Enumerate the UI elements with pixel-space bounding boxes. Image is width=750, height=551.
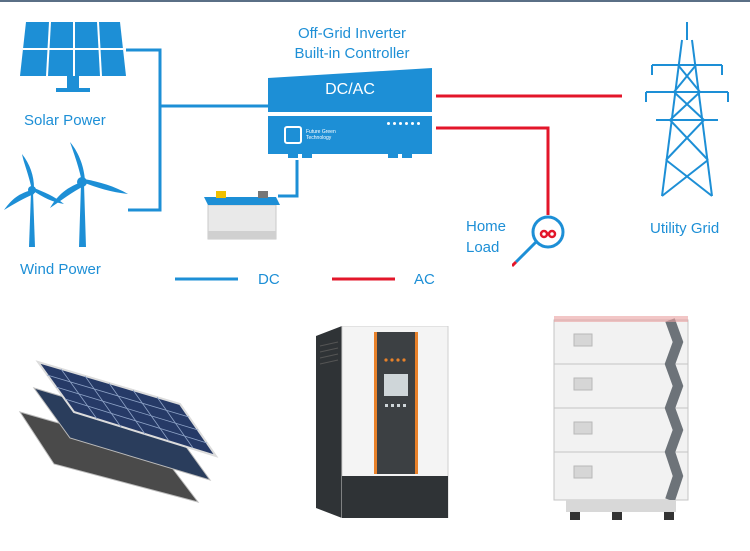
inverter-bottom-block: Future Green Technology bbox=[268, 116, 432, 158]
home-load-line1: Home bbox=[466, 218, 507, 235]
solar-dc-line bbox=[126, 48, 162, 212]
power-plug-icon bbox=[512, 215, 565, 268]
inverter-title-line2: Built-in Controller bbox=[294, 45, 410, 62]
battery-stack-photo bbox=[553, 316, 689, 520]
solar-panels-photo bbox=[18, 360, 219, 503]
wind-turbine-icon bbox=[4, 142, 128, 247]
inverter-brand-text: Future Green Technology bbox=[306, 129, 336, 141]
inverter-leds bbox=[387, 122, 420, 125]
solar-panel-icon bbox=[20, 21, 126, 92]
inverter-brand: Future Green Technology bbox=[284, 126, 346, 144]
top-rule bbox=[0, 0, 750, 2]
utility-grid-label: Utility Grid bbox=[650, 220, 720, 237]
inverter-title: Off-Grid Inverter Built-in Controller bbox=[262, 24, 442, 64]
solar-label: Solar Power bbox=[24, 112, 106, 129]
legend-dc-label: DC bbox=[258, 271, 280, 288]
home-load-label: Home Load bbox=[466, 216, 506, 258]
wind-label: Wind Power bbox=[20, 261, 101, 278]
transmission-tower-icon bbox=[645, 22, 729, 197]
home-load-line2: Load bbox=[466, 239, 500, 256]
load-ac-line bbox=[436, 126, 550, 215]
inverter-photo bbox=[316, 326, 449, 518]
legend-ac-label: AC bbox=[414, 271, 435, 288]
inverter-top-label: DC/AC bbox=[325, 81, 375, 98]
battery-dc-line bbox=[278, 160, 299, 198]
inverter-title-line1: Off-Grid Inverter bbox=[297, 25, 407, 42]
brand-logo-icon bbox=[284, 126, 302, 144]
battery-icon bbox=[204, 191, 280, 240]
